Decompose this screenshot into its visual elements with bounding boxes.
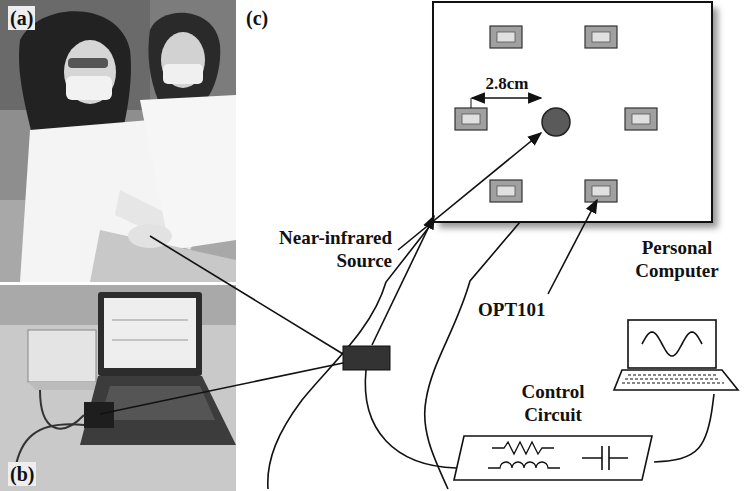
pointer-line	[100, 363, 343, 414]
circuit-node: Control Circuit	[452, 380, 654, 484]
callout-label: OPT101	[478, 298, 546, 321]
dimension-label: 2.8cm	[486, 73, 529, 94]
panel-label: (a)	[8, 6, 35, 30]
callout-label: Near-infrared Source	[252, 226, 392, 272]
signal-wave	[642, 332, 702, 356]
node-heading: Control Circuit	[511, 380, 595, 426]
leader-line	[398, 133, 541, 250]
laptop-screen	[628, 320, 716, 368]
cable-connector	[654, 394, 714, 462]
capacitor-symbol	[582, 446, 628, 470]
photo-a	[0, 0, 236, 282]
sensor-probe	[343, 346, 390, 370]
laptop-icon	[612, 318, 742, 392]
inductor-symbol	[488, 462, 560, 468]
circuit-icon	[452, 434, 654, 482]
resistor-symbol	[492, 442, 554, 454]
panel-label: (c)	[246, 6, 268, 30]
computer-node: Personal Computer	[612, 236, 742, 394]
node-heading: Personal Computer	[627, 236, 727, 282]
laptop-keyboard	[614, 370, 738, 390]
photo-b	[0, 285, 236, 491]
leader-line	[548, 200, 597, 294]
panel-label: (b)	[8, 462, 36, 486]
cable	[365, 370, 456, 468]
keyboard-keys	[622, 375, 724, 383]
sensor-board	[433, 2, 718, 228]
circuit-board	[454, 436, 652, 480]
pointer-line	[150, 236, 343, 354]
